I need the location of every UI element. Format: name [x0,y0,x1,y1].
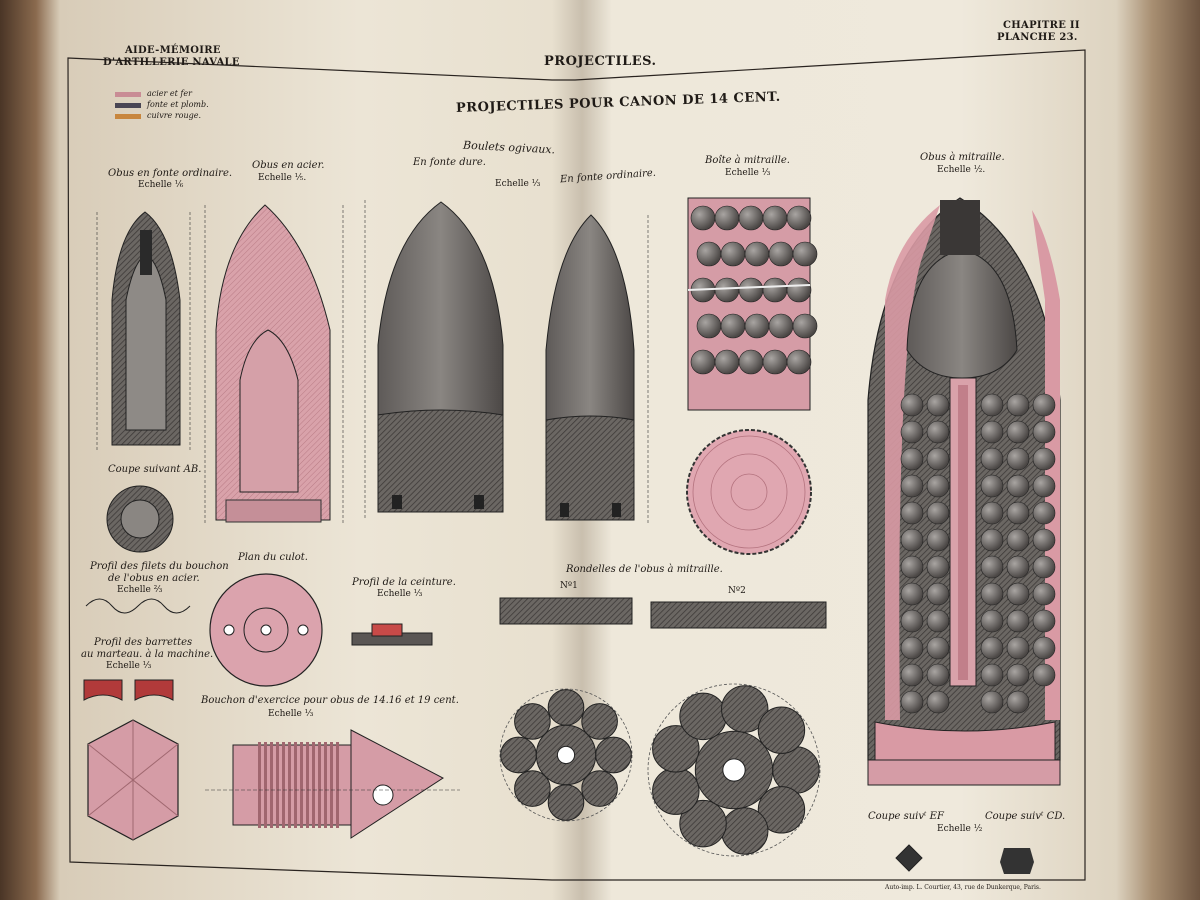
plan-culot-label: Plan du culot. [238,552,308,563]
obus-fonte-drawing [96,211,191,450]
fig-obus-fonte-scale: Echelle ⅙ [138,180,184,190]
fig-fonte-dure-scale: Echelle ⅓ [495,179,541,189]
coupe-cd-label: Coupe suivᵗ CD. [985,811,1066,822]
profil-ceinture-scale: Echelle ⅓ [377,589,423,599]
header-right-line1: CHAPITRE II [1003,20,1080,31]
header-left-line1: AIDE-MÉMOIRE [125,45,221,56]
fig-boite-scale: Echelle ⅓ [725,168,771,178]
imprint: Auto-imp. L. Courtier, 43, rue de Dunker… [885,884,1041,891]
plan-culot-drawing [209,573,323,687]
header-left-line2: D'ARTILLERIE NAVALE [103,57,240,68]
fonte-ordinaire-drawing [545,214,649,525]
profil-ceinture-drawing [351,623,433,646]
coupe-scale: Echelle ½ [937,824,983,834]
fig-fonte-dure-title: En fonte dure. [413,157,486,168]
boite-plan-drawing [686,429,812,555]
profil-filets-line2: de l'obus en acier. [108,573,200,584]
rondelle-n2-drawing [647,683,821,857]
coupe-cd-drawing [1000,848,1034,874]
profil-filets-scale: Echelle ⅔ [117,585,163,595]
rondelle-n2-label: Nº2 [728,586,746,596]
fig-obus-fonte-title: Obus en fonte ordinaire. [108,168,233,179]
fig-obus-mitraille-scale: Echelle ½. [937,165,986,175]
fonte-dure-drawing [364,200,504,520]
fig-obus-acier-scale: Echelle ⅕. [258,173,307,183]
rondelles-title: Rondelles de l'obus à mitraille. [566,564,723,575]
profil-filets-drawing [85,598,191,614]
boite-mitraille-drawing [687,197,818,411]
coupe-ab-label: Coupe suivant AB. [108,464,202,475]
profil-barrettes-scale: Echelle ⅓ [106,661,152,671]
obus-mitraille-drawing [867,197,1061,786]
legend-item-cuivre: cuivre rouge. [147,111,202,120]
profil-ceinture-title: Profil de la ceinture. [352,577,456,588]
profil-barrettes-line2: au marteau. à la machine. [81,649,214,660]
legend-item-acier: acier et fer [147,89,192,98]
bouchon-title: Bouchon d'exercice pour obus de 14.16 et… [201,695,459,706]
bouchon-scale: Echelle ⅓ [268,709,314,719]
profil-barrettes-drawing [83,679,174,701]
fig-obus-mitraille-title: Obus à mitraille. [920,152,1005,163]
profil-filets-line1: Profil des filets du bouchon [90,561,229,572]
rondelle-n1-label: Nº1 [560,581,578,591]
header-right-line2: PLANCHE 23. [997,32,1078,43]
fig-obus-acier-title: Obus en acier. [252,160,325,171]
coupe-ef-label: Coupe suivᵗ EF [868,811,944,822]
rondelle-n2-bar [650,601,827,629]
coupe-ef-drawing [895,844,923,872]
fig-boite-title: Boîte à mitraille. [705,155,790,166]
obus-acier-drawing [204,204,344,525]
rondelle-n1-drawing [499,688,633,822]
bouchon-hex-drawing [87,719,179,841]
bouchon-side-drawing [205,729,460,839]
rondelle-n1-bar [499,597,633,625]
frame-border [67,49,1086,881]
header-center: PROJECTILES. [544,54,657,69]
profil-barrettes-line1: Profil des barrettes [94,637,193,648]
legend-item-fonte: fonte et plomb. [147,100,209,109]
